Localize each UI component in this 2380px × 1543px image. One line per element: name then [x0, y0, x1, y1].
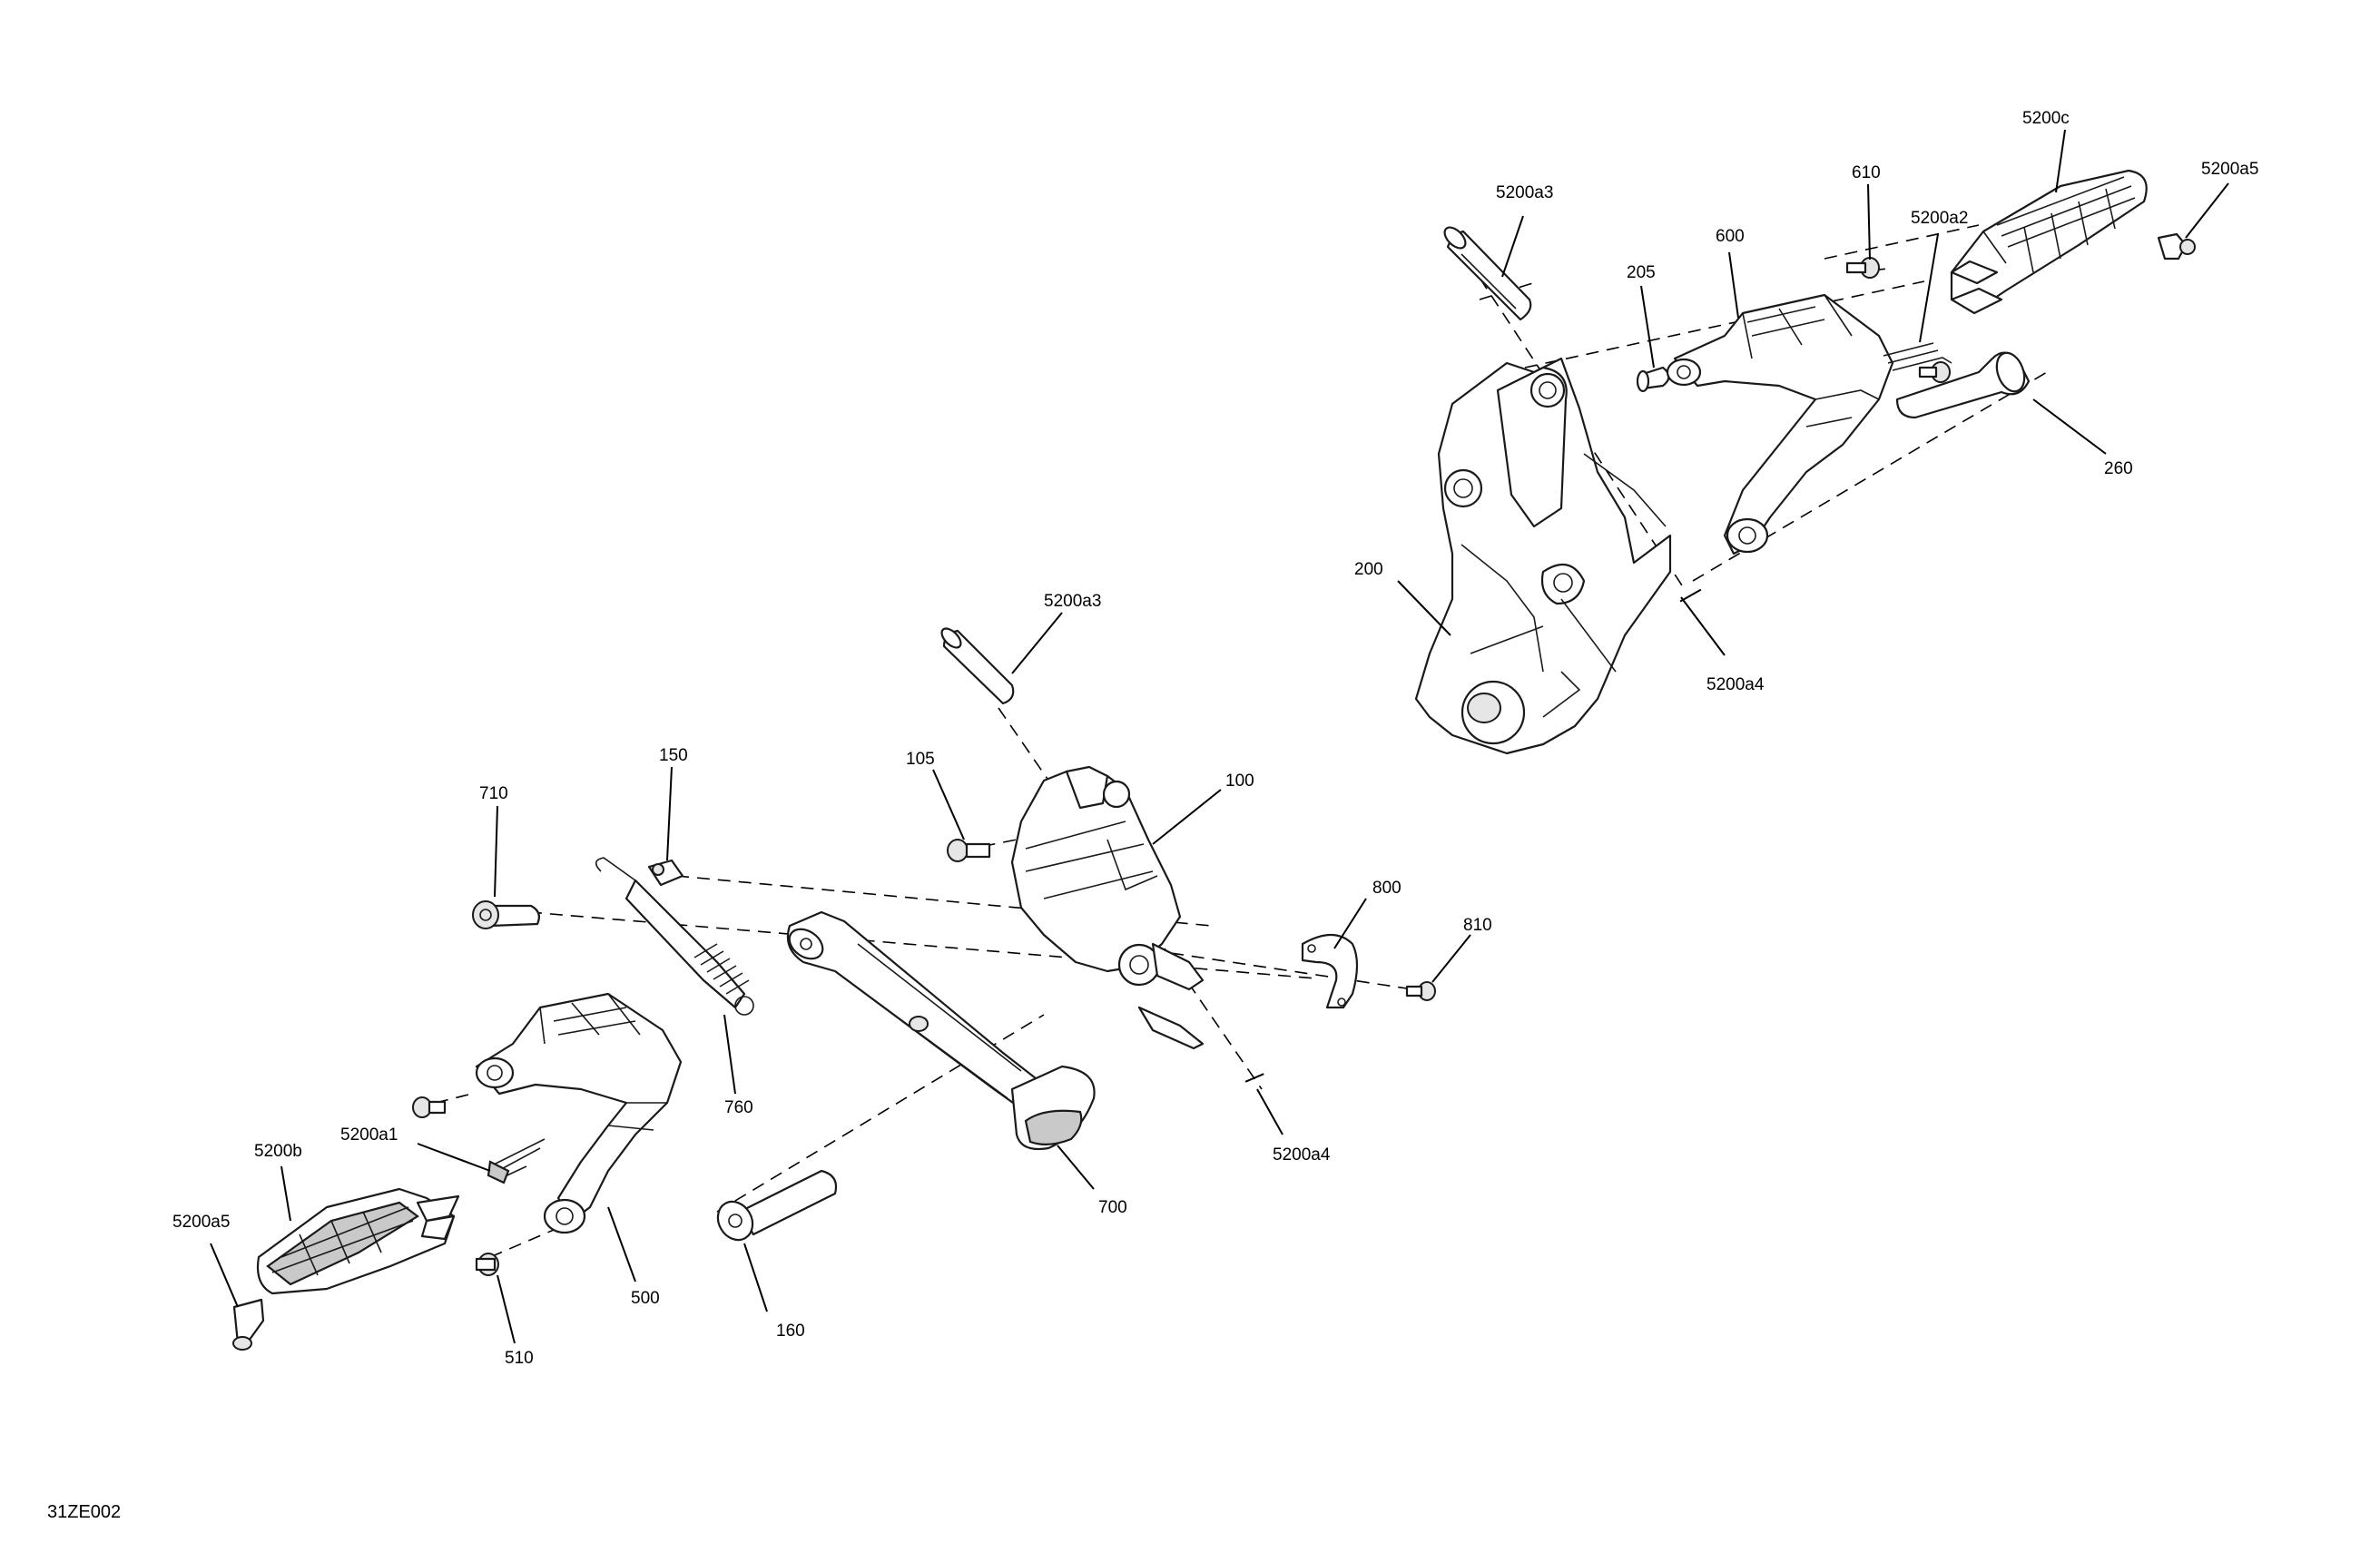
screw-610 — [1845, 257, 1880, 279]
leader-lines — [210, 129, 2229, 1344]
footpeg-5200b — [256, 1187, 460, 1295]
pin-260 — [1895, 351, 2031, 419]
callout-160: 160 — [776, 1322, 805, 1341]
callout-5200a4-mid: 5200a4 — [1273, 1145, 1331, 1165]
pin-5200a3-top — [1443, 226, 1532, 321]
callout-800: 800 — [1372, 879, 1401, 898]
callout-labels: 5200c 5200a5 610 5200a3 5200a2 600 205 2… — [172, 109, 2258, 1368]
axis-tick-marks — [1244, 588, 1702, 1083]
callout-810: 810 — [1463, 916, 1492, 935]
callout-105: 105 — [906, 750, 935, 769]
callout-5200c: 5200c — [2022, 109, 2070, 128]
bolt-710 — [472, 900, 540, 929]
heel-guard-500 — [475, 992, 683, 1234]
callout-610: 610 — [1852, 163, 1881, 182]
callout-700: 700 — [1098, 1198, 1127, 1217]
bushing-205 — [1636, 366, 1670, 393]
callout-5200a3-top: 5200a3 — [1496, 183, 1553, 202]
callout-760: 760 — [724, 1098, 753, 1117]
callout-5200b: 5200b — [254, 1142, 302, 1161]
screw-105 — [947, 839, 991, 862]
callout-200: 200 — [1354, 560, 1383, 579]
callout-510: 510 — [505, 1349, 534, 1368]
callout-150: 150 — [659, 746, 688, 765]
sensor-150 — [647, 859, 684, 887]
callout-5200a3-mid: 5200a3 — [1044, 592, 1101, 611]
callout-5200a5-right: 5200a5 — [2201, 160, 2258, 179]
pin-5200a5-left — [232, 1298, 265, 1351]
screw-810 — [1405, 981, 1436, 1001]
callout-5200a4-right: 5200a4 — [1706, 675, 1765, 694]
pin-5200a3-mid — [940, 627, 1015, 705]
callout-5200a2: 5200a2 — [1911, 209, 1968, 228]
side-stand-700 — [786, 910, 1096, 1151]
spring-760 — [595, 857, 754, 1016]
footpeg-5200c — [1950, 169, 2148, 315]
spring-5200a2 — [1883, 342, 1952, 371]
spring-5200a1 — [487, 1138, 546, 1184]
callout-5200a5-left: 5200a5 — [172, 1213, 230, 1232]
callout-710: 710 — [479, 784, 508, 803]
callout-100: 100 — [1225, 772, 1254, 791]
bracket-200 — [1414, 357, 1672, 755]
pin-5200a5-right — [2157, 232, 2196, 260]
callout-500: 500 — [631, 1289, 660, 1308]
screw-upper-left — [412, 1096, 447, 1118]
screw-lower-right — [1918, 361, 1951, 383]
bolt-160 — [716, 1169, 838, 1242]
figure-id: 31ZE002 — [47, 1502, 121, 1522]
clip-800 — [1301, 934, 1359, 1009]
callout-260: 260 — [2104, 459, 2133, 478]
callout-600: 600 — [1716, 227, 1745, 246]
heel-guard-600 — [1666, 293, 1894, 555]
screw-510 — [475, 1253, 499, 1276]
callout-205: 205 — [1627, 263, 1656, 282]
callout-5200a1: 5200a1 — [340, 1125, 398, 1145]
bracket-100 — [1010, 765, 1205, 1050]
